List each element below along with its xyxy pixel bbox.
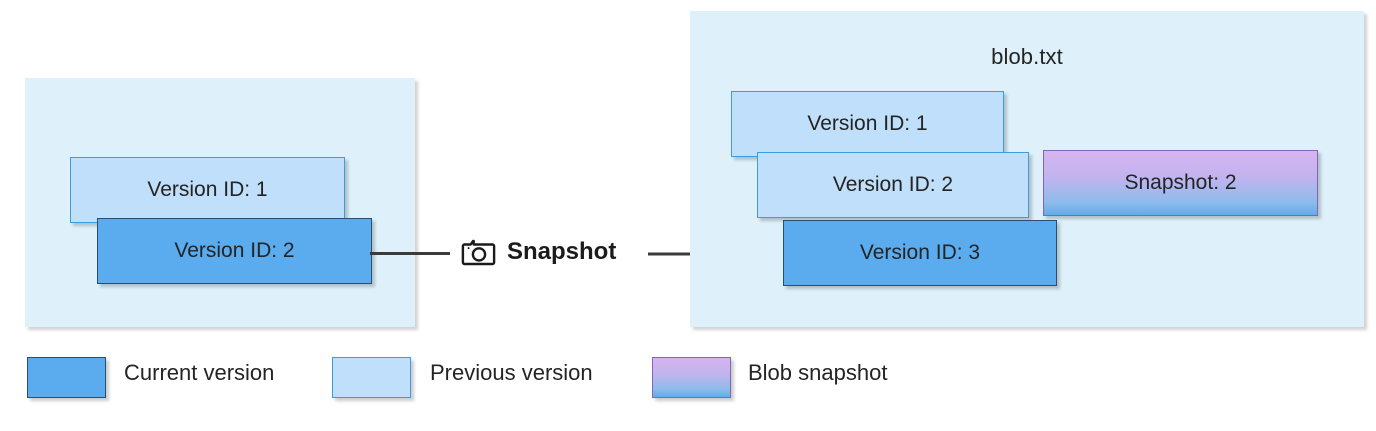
legend-label-blob-snapshot: Blob snapshot (748, 360, 888, 385)
right-version-box-1: Version ID: 1 (731, 91, 1004, 157)
left-version-box-1: Version ID: 1 (70, 157, 345, 223)
legend: Current version Previous version Blob sn… (0, 350, 1376, 410)
right-version-box-2-label: Version ID: 2 (832, 173, 954, 196)
right-version-box-3: Version ID: 3 (783, 220, 1057, 286)
connector-line-left (370, 252, 450, 255)
right-snapshot-box: Snapshot: 2 (1043, 150, 1318, 216)
right-snapshot-box-label: Snapshot: 2 (1124, 171, 1237, 194)
legend-swatch-current-version (27, 357, 106, 398)
legend-label-previous-version: Previous version (430, 360, 593, 385)
right-version-box-3-label: Version ID: 3 (859, 241, 981, 264)
left-version-box-2-label: Version ID: 2 (174, 239, 295, 262)
camera-icon (461, 239, 496, 266)
right-version-box-2: Version ID: 2 (757, 152, 1029, 218)
snapshot-connector-label: Snapshot (507, 238, 617, 265)
right-blob-title: blob.txt (991, 44, 1063, 69)
legend-swatch-previous-version (332, 357, 411, 398)
legend-swatch-blob-snapshot (652, 357, 731, 398)
right-version-box-1-label: Version ID: 1 (807, 112, 928, 135)
left-version-box-1-label: Version ID: 1 (147, 178, 268, 201)
legend-label-current-version: Current version (124, 360, 275, 385)
left-version-box-2: Version ID: 2 (97, 218, 372, 284)
